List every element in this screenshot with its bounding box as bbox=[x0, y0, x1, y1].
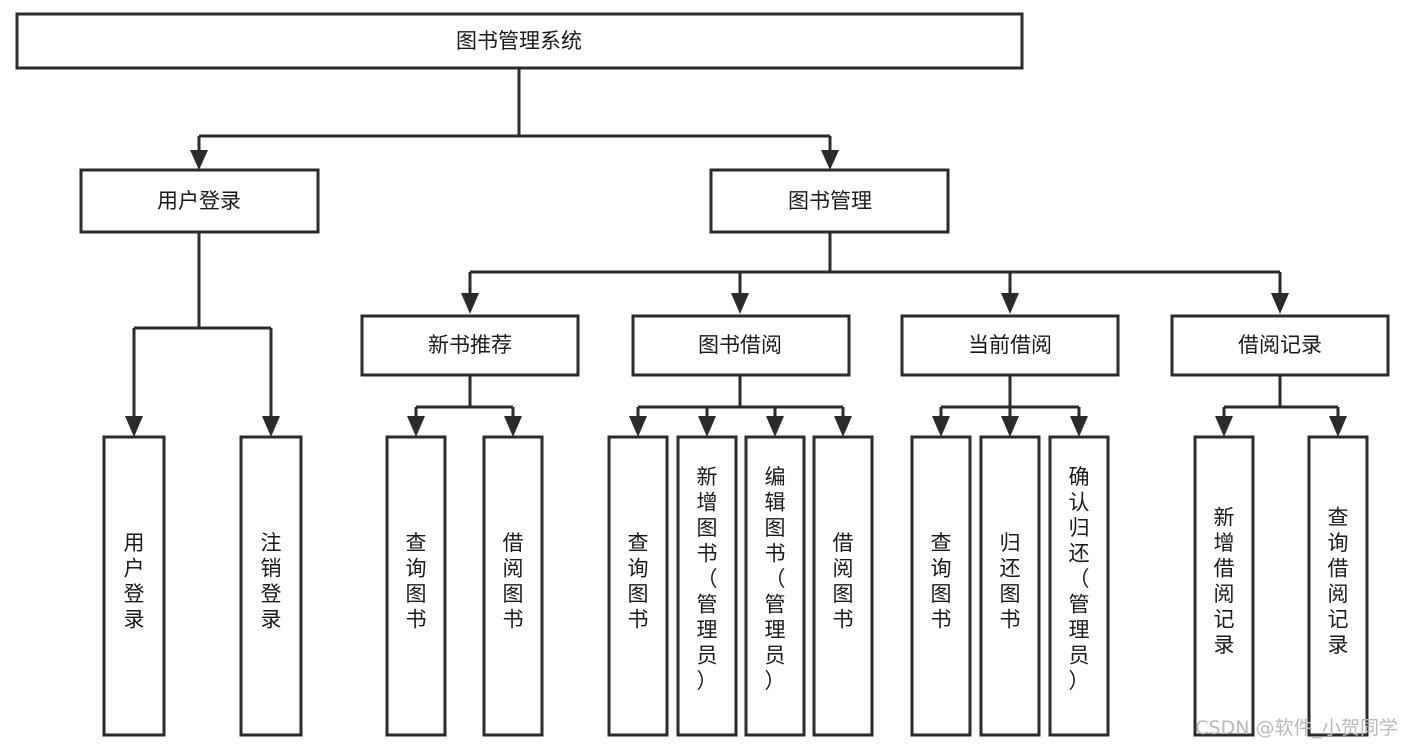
node-leaf-add-record-box[interactable] bbox=[1193, 435, 1255, 737]
node-leaf-return-book-box[interactable] bbox=[979, 435, 1041, 737]
node-leaf-borrow-book-2[interactable]: 借阅图书 bbox=[812, 435, 874, 737]
node-leaf-edit-book-label: 编辑图书（管理员） bbox=[765, 465, 786, 693]
node-leaf-borrow-book-1[interactable]: 借阅图书 bbox=[482, 435, 544, 737]
arrow-head-leaf-confirm-return bbox=[1070, 416, 1088, 437]
node-user-login[interactable]: 用户登录 bbox=[79, 168, 320, 234]
arrow-head-leaf-borrow-book-1 bbox=[504, 416, 522, 437]
node-current-borrow-box[interactable] bbox=[900, 314, 1120, 377]
node-leaf-query-record-box[interactable] bbox=[1307, 435, 1369, 737]
node-root-label: 图书管理系统 bbox=[456, 29, 582, 53]
node-leaf-query-book-2-label: 查询图书 bbox=[628, 531, 649, 632]
arrow-head-leaf-query-record bbox=[1329, 416, 1347, 437]
node-leaf-borrow-book-2-box[interactable] bbox=[812, 435, 874, 737]
node-leaf-add-record[interactable]: 新增借阅记录 bbox=[1193, 435, 1255, 737]
node-leaf-logout-login[interactable]: 注销登录 bbox=[239, 435, 303, 737]
arrow-head-leaf-query-book-3 bbox=[932, 416, 950, 437]
node-leaf-query-book-2[interactable]: 查询图书 bbox=[607, 435, 669, 737]
node-leaf-query-book-3[interactable]: 查询图书 bbox=[910, 435, 972, 737]
node-leaf-query-book-3-label: 查询图书 bbox=[931, 531, 952, 632]
node-leaf-add-book-box[interactable] bbox=[676, 435, 738, 737]
node-new-book-recommend[interactable]: 新书推荐 bbox=[360, 314, 580, 377]
node-leaf-query-record[interactable]: 查询借阅记录 bbox=[1307, 435, 1369, 737]
node-leaf-query-book-2-box[interactable] bbox=[607, 435, 669, 737]
arrow-head-leaf-borrow-book-2 bbox=[834, 416, 852, 437]
arrow-head-current-borrow bbox=[1001, 293, 1019, 314]
node-book-management[interactable]: 图书管理 bbox=[709, 168, 950, 234]
arrow-head-leaf-logout-login bbox=[262, 416, 280, 437]
node-leaf-logout-login-label: 注销登录 bbox=[261, 531, 282, 632]
node-borrow-record-box[interactable] bbox=[1170, 314, 1390, 377]
node-leaf-return-book[interactable]: 归还图书 bbox=[979, 435, 1041, 737]
node-new-book-recommend-box[interactable] bbox=[360, 314, 580, 377]
node-leaf-confirm-return-box[interactable] bbox=[1048, 435, 1110, 737]
arrow-head-user-login bbox=[190, 150, 208, 170]
node-book-borrow[interactable]: 图书借阅 bbox=[631, 314, 851, 377]
node-leaf-edit-book[interactable]: 编辑图书（管理员） bbox=[744, 435, 806, 737]
node-leaf-borrow-book-2-label: 借阅图书 bbox=[833, 531, 854, 632]
node-book-borrow-box[interactable] bbox=[631, 314, 851, 377]
arrow-head-leaf-edit-book bbox=[766, 416, 784, 437]
node-user-login-label: 用户登录 bbox=[157, 189, 241, 213]
node-leaf-confirm-return[interactable]: 确认归还（管理员） bbox=[1048, 435, 1110, 737]
node-leaf-confirm-return-label: 确认归还（管理员） bbox=[1069, 465, 1090, 693]
node-leaf-logout-login-box[interactable] bbox=[239, 435, 303, 737]
arrow-head-book-borrow bbox=[731, 293, 749, 314]
arrow-head-leaf-add-record bbox=[1215, 416, 1233, 437]
node-leaf-add-book[interactable]: 新增图书（管理员） bbox=[676, 435, 738, 737]
node-user-login-box[interactable] bbox=[79, 168, 320, 234]
node-leaf-add-book-label: 新增图书（管理员） bbox=[697, 465, 718, 693]
arrow-head-leaf-query-book-1 bbox=[407, 416, 425, 437]
node-leaf-query-record-label: 查询借阅记录 bbox=[1328, 505, 1349, 657]
node-root[interactable]: 图书管理系统 bbox=[15, 12, 1024, 70]
arrow-head-book-management bbox=[821, 150, 839, 170]
node-leaf-borrow-book-1-label: 借阅图书 bbox=[503, 531, 524, 632]
arrow-head-leaf-user-login bbox=[125, 416, 143, 437]
csdn-watermark: CSDN @软件_小贺同学 bbox=[1195, 717, 1398, 739]
arrow-head-leaf-add-book bbox=[698, 416, 716, 437]
arrow-head-leaf-query-book-2 bbox=[629, 416, 647, 437]
node-leaf-user-login[interactable]: 用户登录 bbox=[102, 435, 166, 737]
connector-layer bbox=[125, 68, 1347, 437]
arrow-head-leaf-return-book bbox=[1001, 416, 1019, 437]
node-borrow-record[interactable]: 借阅记录 bbox=[1170, 314, 1390, 377]
node-book-borrow-label: 图书借阅 bbox=[698, 333, 782, 357]
node-root-box[interactable] bbox=[15, 12, 1024, 70]
node-leaf-query-book-1-box[interactable] bbox=[385, 435, 447, 737]
node-leaf-add-record-label: 新增借阅记录 bbox=[1214, 505, 1235, 657]
node-leaf-query-book-1[interactable]: 查询图书 bbox=[385, 435, 447, 737]
node-leaf-return-book-label: 归还图书 bbox=[1000, 531, 1021, 632]
node-leaf-borrow-book-1-box[interactable] bbox=[482, 435, 544, 737]
arrow-head-new-book-recommend bbox=[461, 293, 479, 314]
node-book-management-label: 图书管理 bbox=[788, 189, 872, 213]
node-leaf-edit-book-box[interactable] bbox=[744, 435, 806, 737]
node-leaf-user-login-label: 用户登录 bbox=[124, 531, 145, 632]
node-current-borrow[interactable]: 当前借阅 bbox=[900, 314, 1120, 377]
node-book-management-box[interactable] bbox=[709, 168, 950, 234]
node-borrow-record-label: 借阅记录 bbox=[1238, 333, 1322, 357]
node-new-book-recommend-label: 新书推荐 bbox=[428, 333, 512, 357]
node-leaf-query-book-3-box[interactable] bbox=[910, 435, 972, 737]
node-current-borrow-label: 当前借阅 bbox=[968, 333, 1052, 357]
node-leaf-user-login-box[interactable] bbox=[102, 435, 166, 737]
arrow-head-borrow-record bbox=[1271, 293, 1289, 314]
node-leaf-query-book-1-label: 查询图书 bbox=[406, 531, 427, 632]
